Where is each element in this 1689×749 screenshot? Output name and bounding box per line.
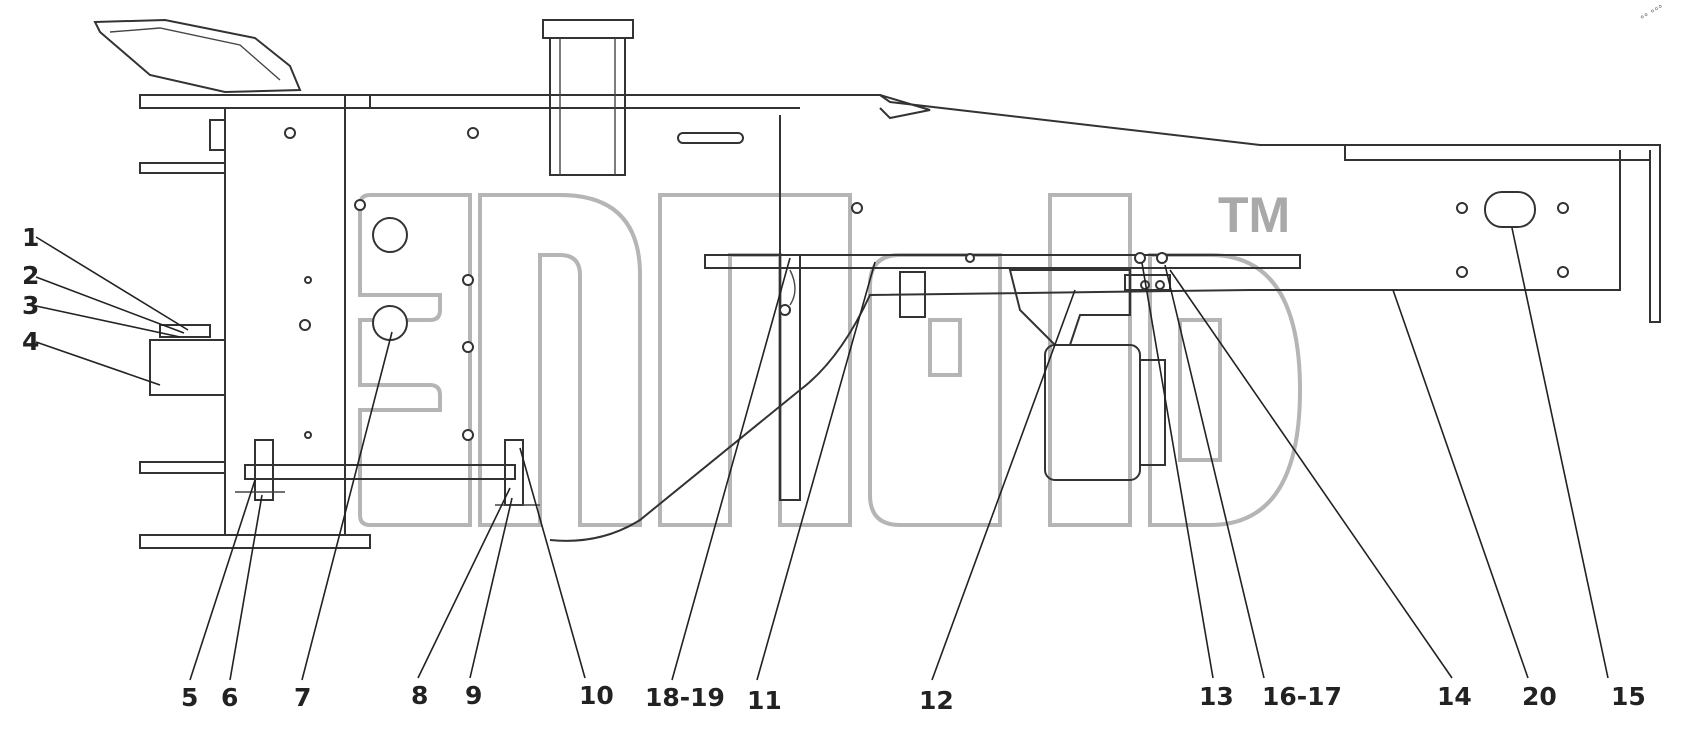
tube-line (704, 115, 1301, 501)
callout-11: 11 (747, 686, 782, 715)
callout-20: 20 (1522, 682, 1557, 711)
upper-post (542, 19, 634, 176)
callout-5: 5 (181, 683, 198, 712)
crossbar (235, 439, 540, 506)
callout-labels: 1 2 3 4 5 6 7 8 9 10 18-19 11 12 13 16-1… (22, 223, 1646, 715)
main-frame (139, 94, 1661, 549)
callout-2: 2 (22, 261, 39, 290)
watermark-letter-2 (478, 193, 642, 527)
frame-slot (677, 132, 744, 144)
watermark-letter-5 (1048, 193, 1132, 527)
callout-9: 9 (465, 681, 482, 710)
bolt-holes (284, 127, 1569, 441)
callout-16-17: 16-17 (1262, 682, 1342, 711)
callout-8: 8 (411, 681, 428, 710)
callout-3: 3 (22, 291, 39, 320)
callout-6: 6 (221, 683, 238, 712)
trademark-mark: TM (1218, 187, 1290, 243)
fittings (149, 252, 1171, 396)
watermark-letter-4 (868, 253, 1002, 527)
callout-13: 13 (1199, 682, 1234, 711)
watermark-letter-3 (658, 193, 852, 527)
drum-assembly (899, 269, 1166, 481)
leader-lines (35, 227, 1609, 681)
corner-mark: °° °°° (1639, 4, 1666, 25)
watermark-letter-6 (1148, 253, 1303, 527)
seat-bracket (93, 18, 302, 94)
callout-1: 1 (22, 223, 39, 252)
callout-4: 4 (22, 327, 39, 356)
callout-10: 10 (579, 681, 614, 710)
callout-12: 12 (919, 686, 954, 715)
callout-15: 15 (1611, 682, 1646, 711)
callout-14: 14 (1437, 682, 1472, 711)
callout-7: 7 (294, 683, 311, 712)
callout-18-19: 18-19 (645, 683, 725, 712)
